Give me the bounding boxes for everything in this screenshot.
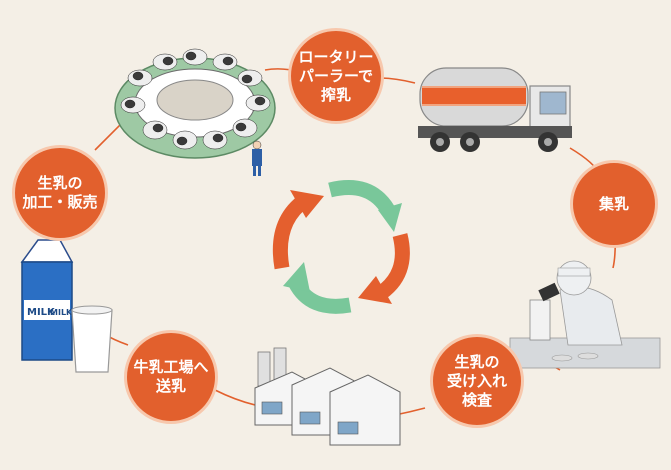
carton-label-front: MILK [27,307,56,318]
step-badge-inspection: 生乳の 受け入れ 検査 [430,334,524,428]
arrow-orange-upper-head [290,190,324,218]
cows-ring [120,48,271,150]
step-badge-transport: 牛乳工場へ 送乳 [124,330,218,424]
arrow-green-lower-head [283,262,310,292]
tanker-truck-illustration [418,67,572,152]
milk-factory-illustration [254,347,401,446]
milk-carton-illustration: MILK MILK [20,239,74,361]
rotary-parlor-illustration [114,48,276,176]
carton-label-side: MILK [50,308,73,317]
milk-glass-illustration [71,305,113,373]
arrow-green-upper [328,180,395,215]
step-badge-processing: 生乳の 加工・販売 [12,145,108,241]
arrow-orange-upper [272,193,310,270]
step-badge-collection: 集乳 [570,160,658,248]
step-badge-milking: ロータリー パーラーで 搾乳 [288,28,384,124]
lab-inspector-illustration [509,260,661,369]
path-1-2 [379,77,416,84]
arrow-green-upper-head [378,203,402,232]
worker-figure [252,140,262,176]
cycle-arrows [272,180,410,314]
arrow-orange-lower-head [358,276,392,304]
path-4-5a [214,389,256,406]
